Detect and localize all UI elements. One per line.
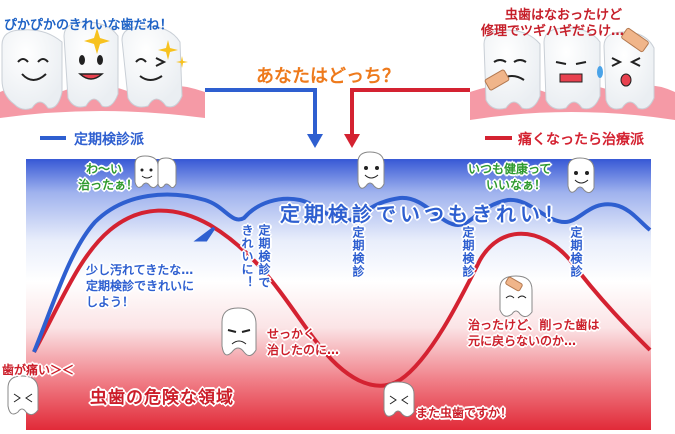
red-arrow-to-treatment bbox=[344, 88, 470, 148]
dirty-line3: しよう！ bbox=[86, 295, 135, 309]
bandaged-tooth-mascot bbox=[499, 275, 533, 318]
finally-line2: 治したのに… bbox=[267, 343, 340, 357]
crying-tooth-mascot-bottom bbox=[383, 381, 415, 418]
blue-arrow-to-checkup bbox=[205, 88, 323, 148]
always-healthy-line1: いつも健康って bbox=[468, 162, 552, 176]
wa-line1: わ～い bbox=[86, 162, 123, 176]
legend-red-label: 痛くなったら治療派 bbox=[518, 132, 644, 148]
checkup-vertical-label-2: 定期検診 bbox=[461, 226, 475, 278]
dirty-line2: 定期検診できれいに bbox=[86, 279, 195, 293]
checkup-clean-vertical-line2: きれいに！ bbox=[240, 224, 254, 289]
waving-tooth-mascot bbox=[357, 151, 385, 190]
question-heading: あなたはどっち？ bbox=[256, 66, 400, 87]
always-healthy-line2: いいなぁ！ bbox=[486, 178, 547, 192]
crying-tooth-mascot-left bbox=[7, 375, 39, 416]
checkup-clean-vertical-line1: 定期検診で bbox=[257, 224, 271, 289]
cavity-again-label: また虫歯ですか！ bbox=[416, 406, 513, 420]
checkup-vertical-label-1: 定期検診 bbox=[351, 226, 365, 278]
not-restored-line2: 元に戻らないのか… bbox=[468, 334, 577, 348]
blue-up-arrowhead bbox=[193, 226, 216, 242]
toothache-label: 歯が痛い＞＜ bbox=[2, 363, 75, 377]
bad-teeth-caption-line1: 虫歯はなおったけど bbox=[505, 8, 623, 23]
chart-panel bbox=[26, 159, 651, 430]
finally-line1: せっかく bbox=[267, 327, 316, 341]
cheering-tooth-mascot bbox=[567, 157, 595, 194]
dirty-line1: 少し汚れてきたな… bbox=[86, 263, 194, 277]
red-treatment-curve bbox=[32, 208, 652, 388]
not-restored-line1: 治ったけど、削った歯は bbox=[468, 318, 600, 332]
legend-blue-label: 定期検診派 bbox=[74, 132, 144, 148]
wa-line2: 治ったぁ！ bbox=[78, 178, 139, 192]
good-teeth-caption: ぴかぴかのきれいな歯だね！ bbox=[4, 18, 173, 33]
worried-tooth-mascot bbox=[221, 307, 257, 356]
diagram-headline: 定期検診でいつもきれい！ bbox=[280, 202, 568, 226]
blue-checkup-curve bbox=[32, 192, 652, 353]
damaged-teeth-illustration bbox=[470, 27, 675, 120]
smiling-tooth-mascot bbox=[134, 155, 177, 189]
bad-teeth-caption-line2: 修理でツギハギだらけ… bbox=[481, 24, 625, 39]
happy-teeth-illustration bbox=[0, 21, 205, 118]
danger-zone-label: 虫歯の危険な領域 bbox=[90, 388, 234, 408]
checkup-vertical-label-3: 定期検診 bbox=[569, 226, 583, 278]
